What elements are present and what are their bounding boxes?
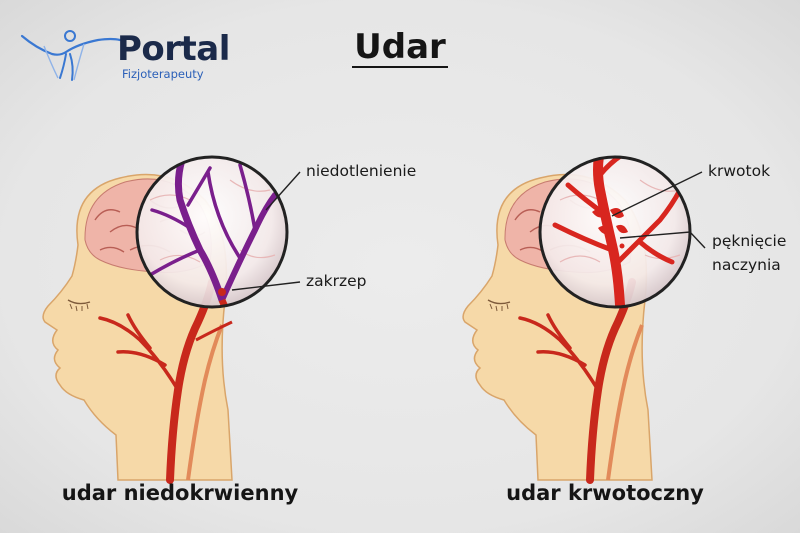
logo-subtitle: Fizjoterapeuty: [122, 67, 204, 81]
label-pekniecie: pęknięcie: [712, 232, 787, 250]
logo-title: Portal: [117, 29, 230, 69]
callout-line-niedotlenienie: [265, 171, 301, 211]
label-niedotlenienie: niedotlenienie: [306, 162, 417, 180]
page-title: Udar: [0, 30, 800, 68]
label-krwotok: krwotok: [708, 162, 771, 180]
label-naczynia: naczynia: [712, 256, 781, 274]
zoom-lens-left: [135, 155, 289, 309]
zoom-lens-right: [538, 155, 692, 309]
title-text: Udar: [352, 27, 448, 68]
callout-line-pekniecie: [619, 231, 706, 249]
portal-logo[interactable]: Portal Fizjoterapeuty: [14, 14, 230, 84]
caption-ischemic-stroke: udar niedokrwienny: [61, 481, 299, 505]
hemorrhagic-vessels: [552, 157, 683, 307]
callout-line-krwotok: [611, 171, 703, 217]
caption-hemorrhagic-stroke: udar krwotoczny: [506, 481, 704, 505]
ischemic-vessels: [148, 157, 278, 307]
person-arms-raised-icon: [20, 30, 122, 81]
callout-line-zakrzep: [231, 281, 301, 291]
label-zakrzep: zakrzep: [306, 272, 367, 290]
